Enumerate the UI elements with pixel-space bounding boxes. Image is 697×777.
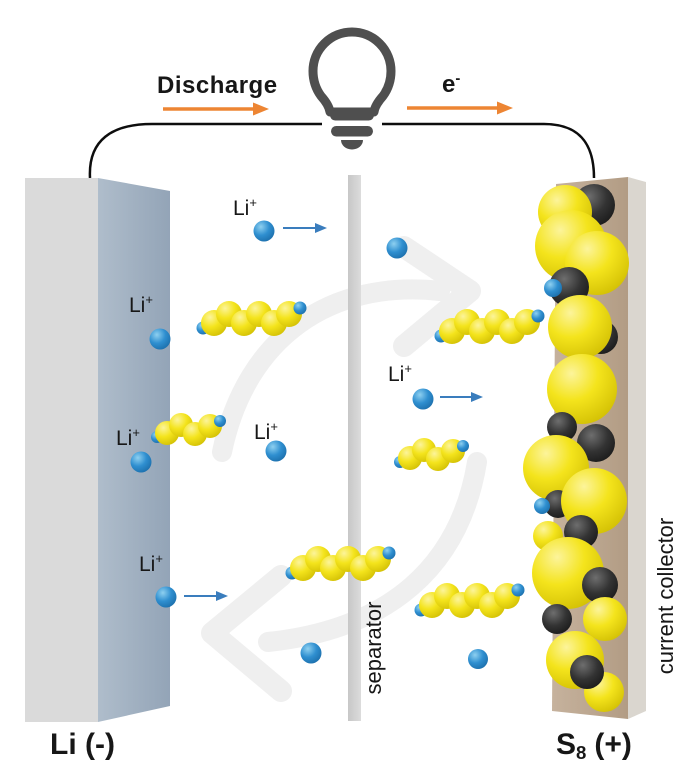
light-bulb-icon <box>308 27 396 155</box>
li-ion-label: Li+ <box>139 551 163 576</box>
lithium-ion <box>468 649 488 669</box>
separator-label: separator <box>361 601 386 695</box>
lithium-ion <box>534 498 550 514</box>
ion-arrow <box>283 223 327 233</box>
sulfur-particle <box>547 354 617 424</box>
polysulfide-cycle-arrow-top <box>212 236 481 462</box>
lithium-ion <box>412 388 434 410</box>
lithium-ion <box>130 451 152 473</box>
lithium-ion <box>149 328 171 350</box>
sulfur-particle <box>548 295 612 359</box>
ion-arrow <box>440 392 483 402</box>
cathode-particle-cluster <box>523 184 629 712</box>
separator-bar <box>348 175 361 721</box>
electron-label: e- <box>442 71 461 98</box>
ion-migration-arrows <box>184 223 483 601</box>
polysulfide-chain <box>394 438 469 471</box>
carbon-particle <box>542 604 572 634</box>
discharge-label: Discharge <box>157 72 278 99</box>
lithium-ion <box>386 237 408 259</box>
carbon-particle <box>570 655 604 689</box>
carbon-particle <box>582 567 618 603</box>
anode-label: Li (-) <box>50 728 115 761</box>
circuit-wire <box>88 122 596 179</box>
polysulfide-chain <box>414 583 525 618</box>
carbon-particle <box>577 424 615 462</box>
carbon-particle <box>547 412 577 442</box>
lithium-ion <box>265 440 287 462</box>
current-collector-label: current collector <box>653 517 678 675</box>
li-ion-label: Li+ <box>129 292 153 317</box>
polysulfide-chain <box>285 546 396 581</box>
lithium-ion <box>253 220 275 242</box>
discharge-arrow <box>163 102 269 116</box>
lithium-ion <box>155 586 177 608</box>
li-ion-label: Li+ <box>116 425 140 450</box>
anode-electrode <box>25 178 170 722</box>
li-ion-label: Li+ <box>254 419 278 444</box>
li-ion-label: Li+ <box>233 195 257 220</box>
polysulfide-cycle-arrow-bottom <box>201 452 487 702</box>
cathode-label: S8(+) <box>556 728 632 763</box>
lithium-ions <box>130 220 488 669</box>
lithium-ion <box>544 279 562 297</box>
electron-flow-arrow <box>407 101 513 115</box>
li-ion-label: Li+ <box>388 361 412 386</box>
lithium-ion <box>300 642 322 664</box>
sulfur-particle <box>583 597 627 641</box>
ion-arrow <box>184 591 228 601</box>
